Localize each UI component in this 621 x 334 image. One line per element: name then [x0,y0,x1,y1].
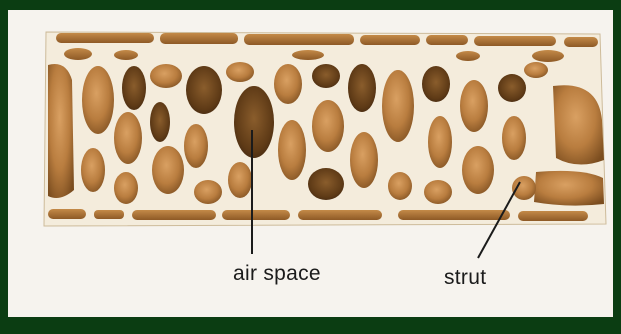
paper-background: air space strut [8,10,613,317]
air-space-label: air space [233,262,321,286]
strut-label: strut [444,266,486,290]
left-end-block [48,64,74,198]
